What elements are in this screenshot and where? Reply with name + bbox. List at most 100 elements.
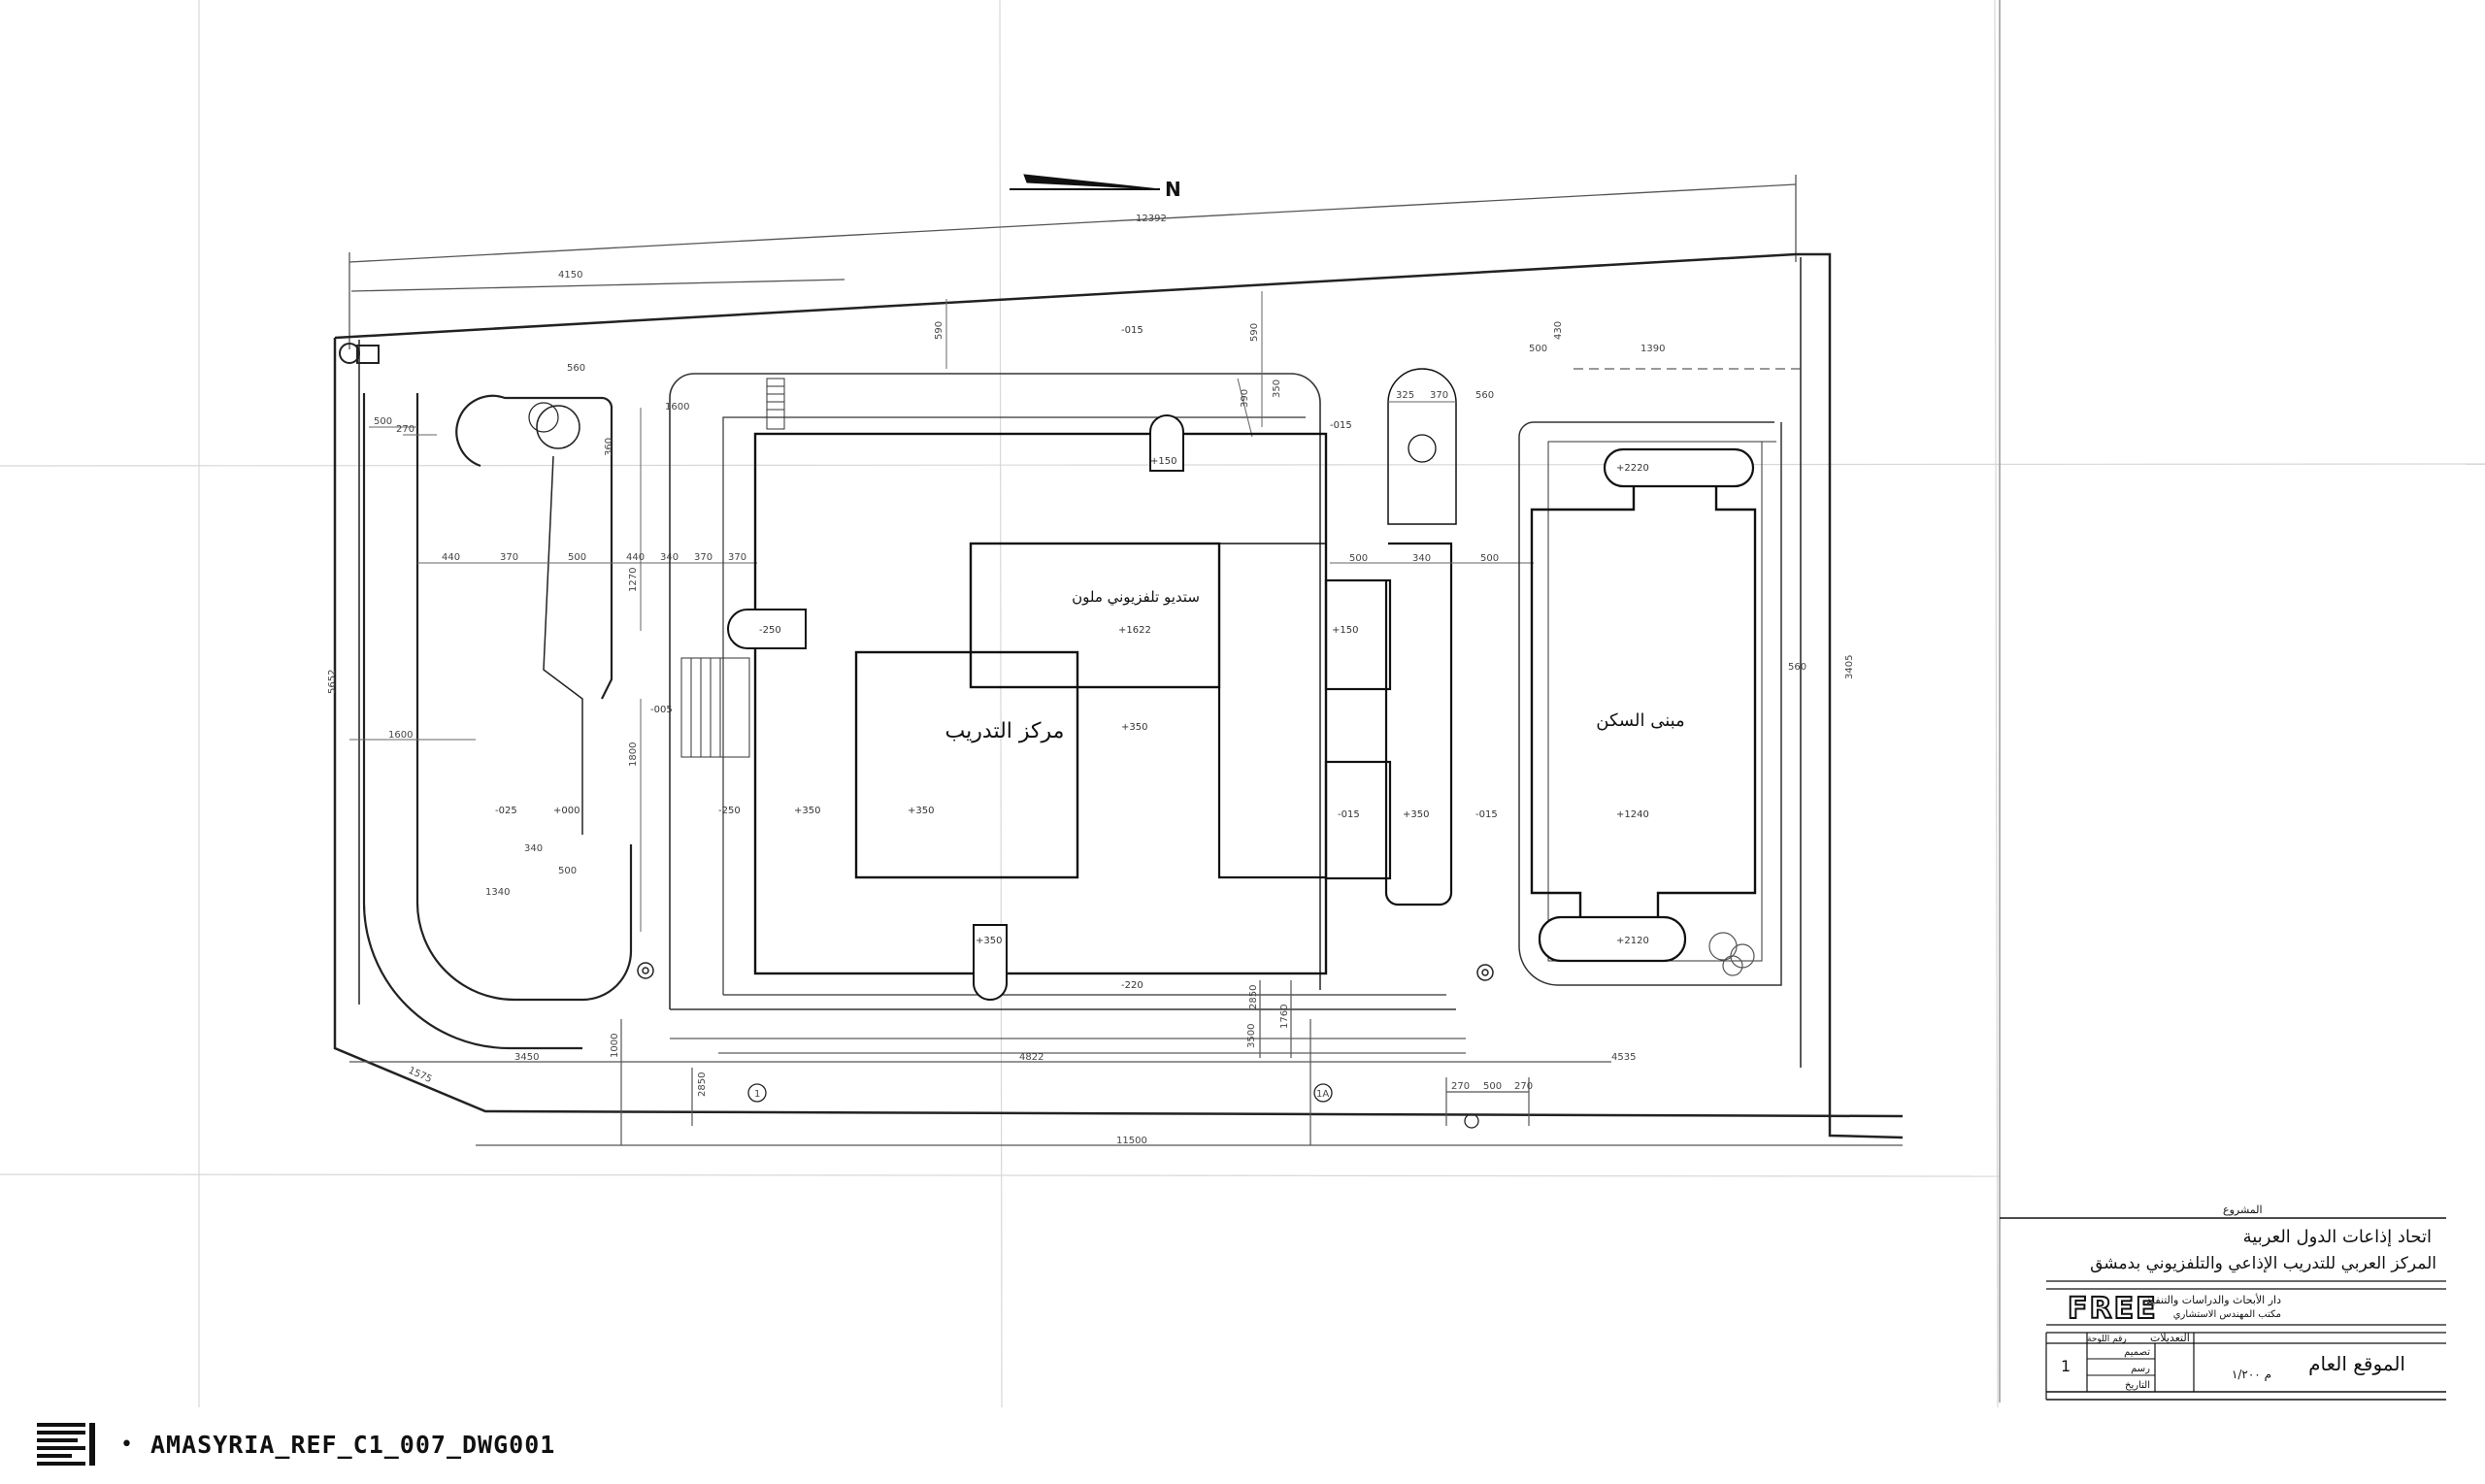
- title-org-line2: المركز العربي للتدريب الإذاعي والتلفزيون…: [2090, 1254, 2436, 1273]
- west-gate: [339, 343, 380, 364]
- footer-bullet: •: [120, 1432, 133, 1457]
- dim-bottom-right: 4535: [1611, 1052, 1636, 1063]
- dim-bottom-left: 3450: [514, 1052, 539, 1063]
- dim-west-11: 1270: [628, 568, 639, 592]
- reference-code: AMASYRIA_REF_C1_007_DWG001: [149, 1430, 556, 1459]
- level-north-court: -015: [1330, 420, 1352, 431]
- housing-north-annex: [1603, 447, 1755, 488]
- dim-link-3: 500: [1480, 553, 1499, 564]
- dim-west-18: 1600: [665, 402, 689, 412]
- north-arrow: [1010, 174, 1161, 190]
- firm-name-line2: مكتب المهندس الاستشاري: [2173, 1309, 2281, 1320]
- firm-name-line1: دار الأبحاث والدراسات والتنفيذ: [2146, 1293, 2281, 1306]
- level-studio-court: +350: [1121, 722, 1147, 733]
- link-dimension-lines: [1330, 401, 1534, 564]
- sheet-number: 1: [2061, 1357, 2071, 1375]
- housing-label: مبنى السكن: [1596, 710, 1684, 731]
- dim-bottom-4: 2850: [1248, 985, 1259, 1009]
- dim-east-2: 500: [1529, 344, 1547, 354]
- dim-left-overall: 5652: [327, 670, 338, 694]
- level-link-1: +150: [1332, 625, 1358, 636]
- dim-west-16: 1340: [485, 887, 510, 898]
- level-west-road: -025: [495, 806, 517, 816]
- archive-logo-icon: [37, 1423, 95, 1466]
- level-east-road: -015: [1475, 809, 1498, 820]
- west-porch: [727, 609, 807, 649]
- site-markers: [637, 962, 1494, 981]
- level-housing: +1240: [1616, 809, 1649, 820]
- dim-west-9: 370: [694, 552, 712, 563]
- dim-west-17: 360: [604, 438, 614, 456]
- dim-north-4: 390: [1240, 389, 1250, 408]
- dim-west-1: 500: [374, 416, 392, 427]
- axis-1-label: 1: [754, 1089, 760, 1100]
- dim-bottom-1: 1000: [610, 1034, 620, 1058]
- sheet-title: الموقع العام: [2308, 1352, 2405, 1375]
- housing-south-annex: [1538, 915, 1687, 963]
- west-dimension-lines: [349, 408, 757, 932]
- dim-west-3: 1600: [388, 730, 413, 741]
- tv-studio-label: ستديو تلفزيوني ملون: [1072, 588, 1200, 607]
- dim-west-10: 370: [728, 552, 746, 563]
- paper-fold-lines: [0, 0, 2485, 1408]
- dim-east-1: 1390: [1640, 344, 1665, 354]
- main-perimeter-road: [669, 373, 1466, 1054]
- dim-link-5: 370: [1430, 390, 1448, 401]
- dim-bottom-diagonal: 1575: [407, 1066, 434, 1085]
- col-sheet-no-header: رقم اللوحة: [2087, 1335, 2127, 1344]
- axis-1a-label: 1A: [1316, 1089, 1329, 1100]
- dim-west-13: 560: [567, 363, 585, 374]
- level-link-2: -015: [1338, 809, 1360, 820]
- level-housing-north: +2220: [1616, 463, 1649, 474]
- dim-east-4: 560: [1788, 662, 1806, 673]
- reference-footer: • AMASYRIA_REF_C1_007_DWG001: [35, 1419, 555, 1469]
- level-training-2: +350: [908, 806, 934, 816]
- dim-link-2: 340: [1412, 553, 1431, 564]
- level-housing-south: +2120: [1616, 936, 1649, 946]
- dim-bottom-overall: 11500: [1116, 1136, 1147, 1146]
- bottom-dimension-lines: [349, 980, 1903, 1146]
- level-training-1: +350: [794, 806, 820, 816]
- title-org-line1: اتحاد إذاعات الدول العربية: [2243, 1227, 2432, 1247]
- level-west-entry: -005: [650, 705, 673, 715]
- level-south-porch: +350: [976, 936, 1002, 946]
- firm-logo: FREE: [2068, 1292, 2158, 1326]
- row-drawing: رسم: [2131, 1364, 2150, 1374]
- dim-bottom-6: 500: [1483, 1081, 1502, 1092]
- north-porch: [1149, 414, 1184, 472]
- dim-east-3: 430: [1553, 321, 1564, 340]
- housing-trees: [1708, 932, 1755, 976]
- level-roundabout: +000: [553, 806, 580, 816]
- training-center-label: مركز التدريب: [945, 719, 1065, 743]
- col-revisions-header: التعديلات: [2150, 1332, 2190, 1344]
- dim-link-6: 560: [1475, 390, 1494, 401]
- dim-right-overall: 3405: [1844, 655, 1855, 679]
- level-plaza-west: -250: [718, 806, 741, 816]
- row-date: التاريخ: [2125, 1380, 2150, 1391]
- level-road-top: -015: [1121, 325, 1143, 336]
- dim-north-1: 590: [934, 321, 944, 340]
- south-porch: [973, 924, 1008, 1001]
- sheet-scale: م ١/٢٠٠: [2232, 1368, 2271, 1381]
- link-buildings: [1324, 368, 1457, 907]
- dim-north-3: 350: [1272, 379, 1282, 398]
- dim-west-6: 500: [568, 552, 586, 563]
- dim-west-14: 500: [558, 866, 577, 876]
- dim-bottom-2: 2850: [697, 1072, 708, 1097]
- north-stair: [766, 378, 785, 430]
- grid-axis-markers: [747, 1083, 1333, 1103]
- dim-bottom-3: 1760: [1279, 1005, 1290, 1029]
- dim-north-2: 590: [1249, 323, 1260, 342]
- level-annotations: -015 -015 +150 -005 -025 +000 -250 -250 …: [495, 325, 1649, 991]
- north-dimension-lines: [945, 291, 1263, 438]
- dim-bottom-5: 3500: [1246, 1024, 1257, 1048]
- dim-top-overall: 12392: [1136, 214, 1167, 224]
- training-center-block: [753, 432, 1328, 975]
- dim-west-12: 1800: [628, 742, 639, 767]
- level-west-porch: -250: [759, 625, 781, 636]
- level-south-court: -220: [1121, 980, 1143, 991]
- row-design: تصميم: [2124, 1347, 2150, 1358]
- title-block-frame: [2000, 1217, 2446, 1401]
